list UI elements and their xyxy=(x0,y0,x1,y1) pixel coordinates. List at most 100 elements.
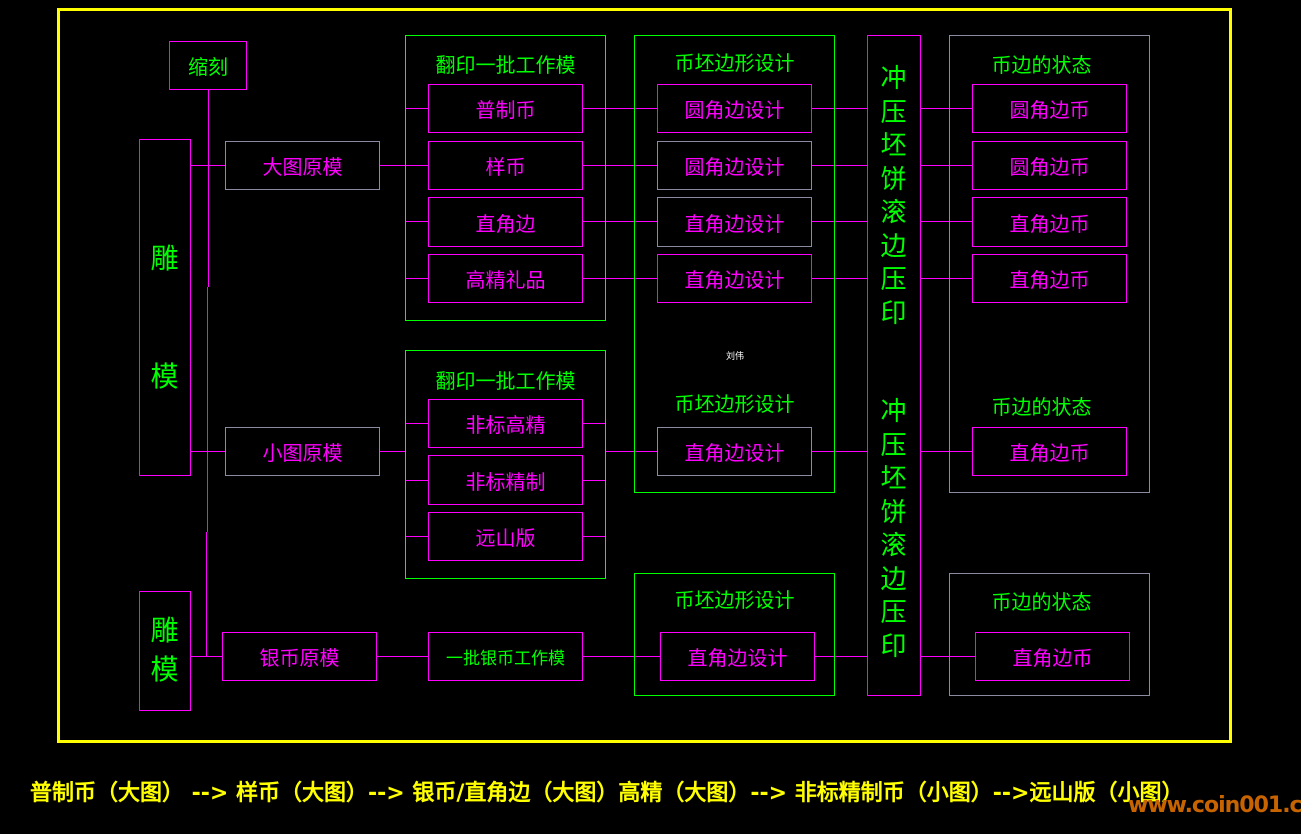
design-group-2 xyxy=(634,573,835,696)
watermark: www.coin001.com xyxy=(1128,793,1301,818)
design-item: 直角边设计 xyxy=(657,197,812,247)
press-char: 滚 xyxy=(880,198,907,228)
yellow-frame xyxy=(57,8,1232,743)
design-group-1 xyxy=(634,35,835,493)
press-label-1: 冲压坯饼滚边压印 xyxy=(867,63,920,331)
work-item: 非标精制 xyxy=(428,455,583,505)
connector xyxy=(811,221,867,222)
large-master-box: 大图原模 xyxy=(225,141,380,190)
connector xyxy=(582,536,605,537)
connector xyxy=(405,423,428,424)
connector xyxy=(920,108,972,109)
diaomo-box-large xyxy=(139,139,191,476)
connector xyxy=(582,221,657,222)
diaomo-box-silver xyxy=(139,591,191,711)
state-item: 圆角边币 xyxy=(972,84,1127,133)
group-title: 币边的状态 xyxy=(991,590,1092,614)
group-title: 翻印一批工作模 xyxy=(435,53,576,77)
connector xyxy=(582,108,657,109)
suoke-box: 缩刻 xyxy=(169,41,247,90)
diaomo-char: 雕 xyxy=(150,242,179,275)
press-char: 冲 xyxy=(880,64,907,94)
small-master-box: 小图原模 xyxy=(225,427,380,476)
press-char: 压 xyxy=(880,430,907,461)
connector xyxy=(811,278,867,279)
connector xyxy=(811,165,867,166)
work-group-2 xyxy=(405,350,606,579)
diaomo-char: 模 xyxy=(150,360,179,393)
footer-flow-text: 普制币（大图） --> 样币（大图）--> 银币/直角边（大图）高精（大图）--… xyxy=(30,781,1184,806)
group-title: 币坯边形设计 xyxy=(674,588,795,612)
connector xyxy=(811,108,867,109)
connector xyxy=(379,165,428,166)
work-item: 普制币 xyxy=(428,84,583,133)
connector xyxy=(190,656,222,657)
state-item: 直角边币 xyxy=(972,427,1127,476)
connector xyxy=(920,451,972,452)
press-char: 滚 xyxy=(880,531,907,561)
silver-work-box: 一批银币工作模 xyxy=(428,632,583,681)
connector xyxy=(376,656,428,657)
small-mark: 刘伟 xyxy=(726,352,745,362)
connector xyxy=(206,532,207,657)
connector xyxy=(582,656,660,657)
press-box xyxy=(867,35,921,696)
work-group-1 xyxy=(405,35,606,321)
connector xyxy=(582,423,605,424)
connector xyxy=(605,451,657,452)
press-char: 边 xyxy=(880,231,907,262)
group-title: 翻印一批工作模 xyxy=(435,369,576,393)
connector xyxy=(811,451,867,452)
work-item: 直角边 xyxy=(428,197,583,247)
state-group-1 xyxy=(949,35,1150,493)
state-item: 圆角边币 xyxy=(972,141,1127,190)
work-item: 远山版 xyxy=(428,512,583,561)
diaomo-char: 模 xyxy=(150,653,179,686)
connector xyxy=(190,165,225,166)
design-item: 圆角边设计 xyxy=(657,141,812,190)
state-item: 直角边币 xyxy=(972,197,1127,247)
state-group-2 xyxy=(949,573,1150,696)
design-item: 直角边设计 xyxy=(660,632,815,681)
press-char: 印 xyxy=(880,298,907,329)
group-title: 币坯边形设计 xyxy=(674,51,795,75)
design-item: 直角边设计 xyxy=(657,254,812,303)
group-title: 币坯边形设计 xyxy=(674,392,795,416)
design-item: 圆角边设计 xyxy=(657,84,812,133)
connector xyxy=(582,278,657,279)
press-char: 冲 xyxy=(880,397,907,427)
press-char: 压 xyxy=(880,598,907,628)
press-char: 饼 xyxy=(880,497,907,528)
connector xyxy=(405,221,428,222)
press-char: 边 xyxy=(880,564,907,595)
press-label-2: 冲压坯饼滚边压印 xyxy=(867,396,920,664)
connector xyxy=(405,108,428,109)
press-char: 印 xyxy=(880,631,907,662)
connector xyxy=(208,89,209,287)
diaomo-char: 雕 xyxy=(150,614,179,647)
silver-master-box: 银币原模 xyxy=(222,632,377,681)
connector xyxy=(920,165,972,166)
work-item: 样币 xyxy=(428,141,583,190)
connector xyxy=(207,287,208,532)
press-char: 坯 xyxy=(880,131,907,161)
connector xyxy=(582,480,605,481)
press-char: 坯 xyxy=(880,464,907,494)
connector xyxy=(920,221,972,222)
design-item: 直角边设计 xyxy=(657,427,812,476)
group-title: 币边的状态 xyxy=(991,395,1092,419)
connector xyxy=(920,278,972,279)
work-item: 非标高精 xyxy=(428,399,583,448)
work-item: 高精礼品 xyxy=(428,254,583,303)
connector xyxy=(405,278,428,279)
connector xyxy=(582,165,657,166)
connector xyxy=(379,451,405,452)
connector xyxy=(190,451,225,452)
state-item: 直角边币 xyxy=(975,632,1130,681)
state-item: 直角边币 xyxy=(972,254,1127,303)
connector xyxy=(920,656,975,657)
connector xyxy=(405,480,428,481)
press-char: 压 xyxy=(880,97,907,128)
connector xyxy=(405,536,428,537)
